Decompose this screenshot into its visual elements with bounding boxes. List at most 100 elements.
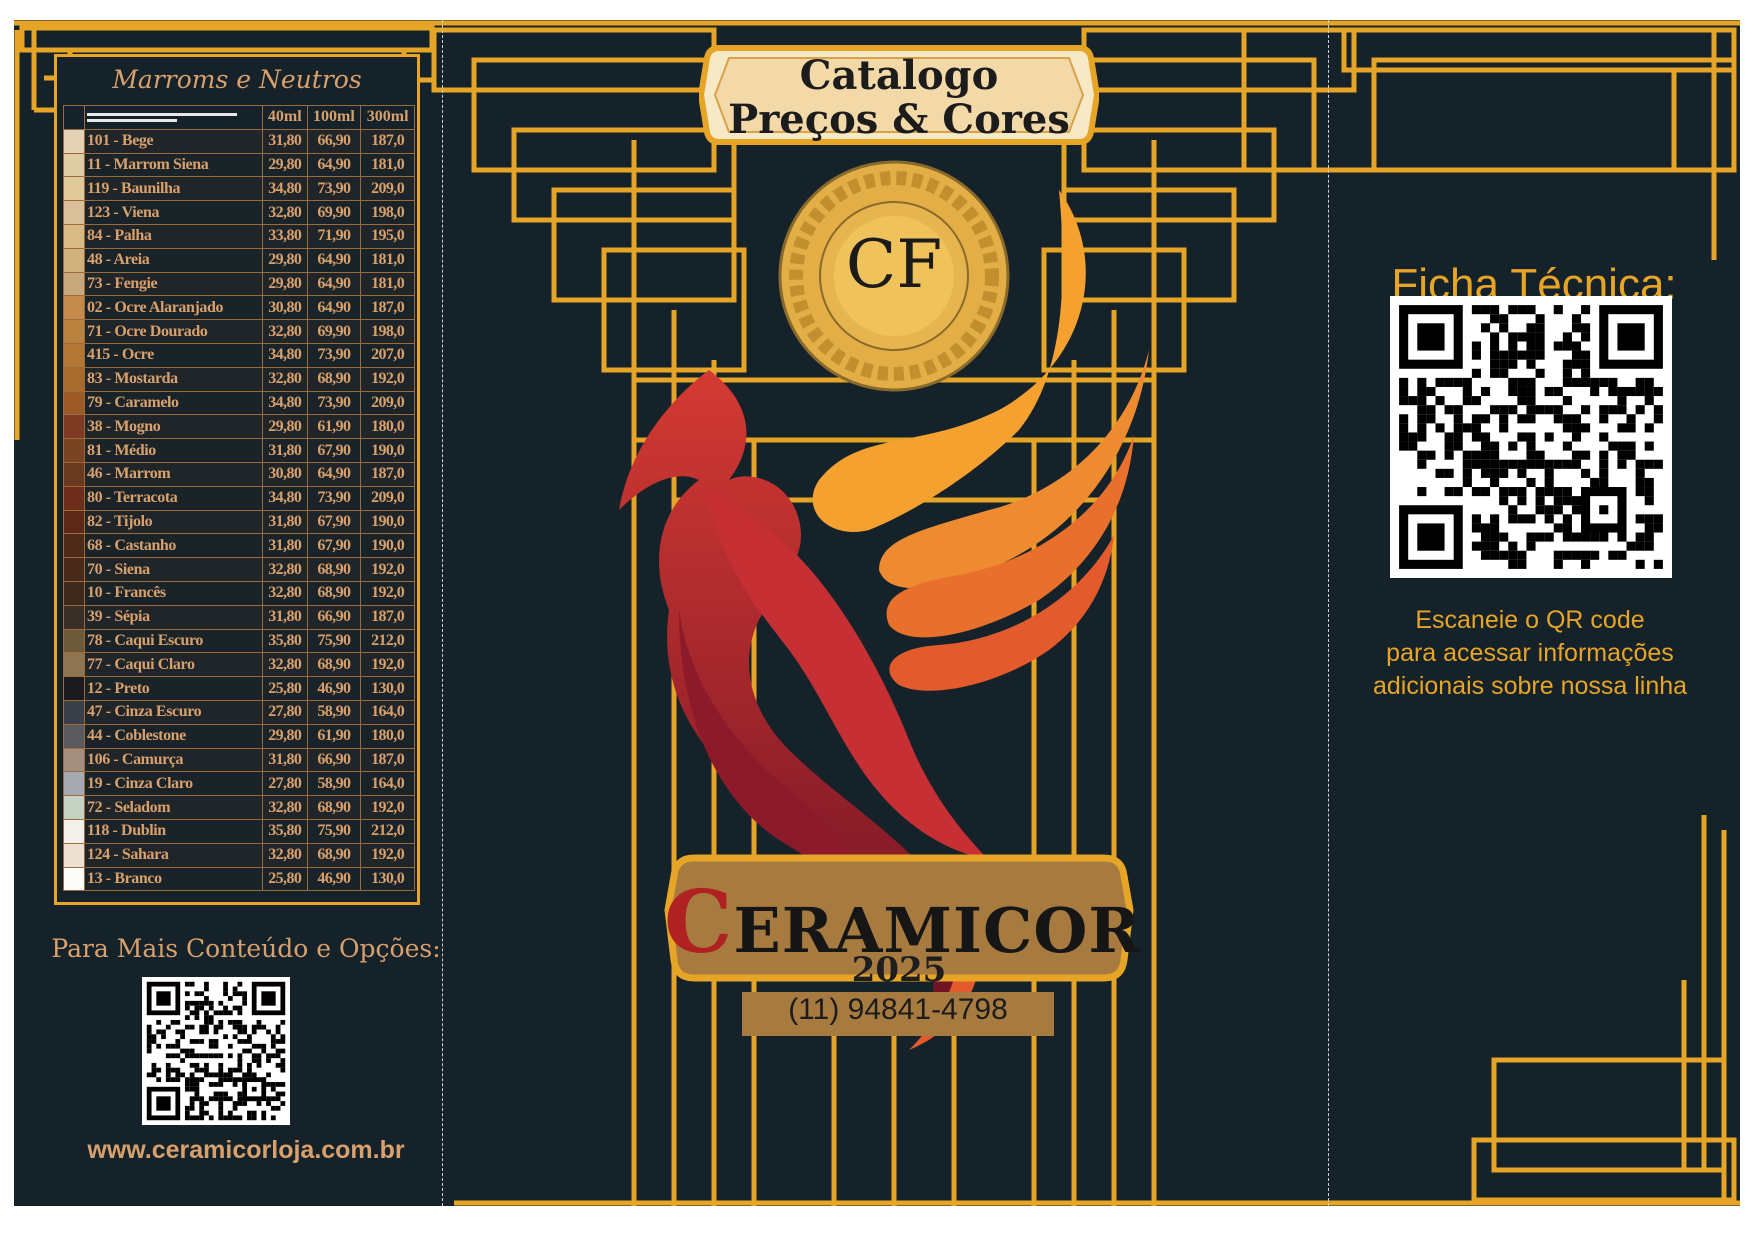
color-swatch: [63, 771, 85, 797]
price-cell: 67,90: [306, 509, 362, 535]
price-cell: 187,0: [360, 747, 415, 773]
price-cell: 190,0: [360, 533, 415, 559]
color-swatch: [63, 485, 85, 511]
color-swatch: [63, 676, 85, 701]
price-cell: 31,80: [262, 438, 308, 463]
price-cell: 34,80: [262, 176, 308, 202]
price-cell: 181,0: [360, 152, 415, 178]
price-cell: 64,90: [306, 152, 362, 178]
catalog-subtitle: Preços & Cores: [728, 96, 1070, 143]
color-swatch: [63, 509, 85, 535]
price-cell: 73,90: [306, 342, 362, 368]
color-swatch: [63, 699, 85, 725]
price-cell: 31,80: [262, 747, 308, 773]
color-swatch: [63, 390, 85, 416]
color-swatch: [63, 223, 85, 249]
swatch-header: [63, 105, 85, 130]
color-swatch: [63, 842, 85, 868]
qr-pattern: [1399, 305, 1663, 569]
cf-monogram: CF: [845, 226, 943, 303]
price-cell: 67,90: [306, 533, 362, 559]
price-cell: 209,0: [360, 485, 415, 511]
price-cell: 61,90: [306, 414, 362, 440]
price-cell: 34,80: [262, 485, 308, 511]
brochure-sheet: Marroms e Neutros 40ml 100ml 300ml 101 -…: [14, 20, 1740, 1206]
color-name: 119 - Baunilha: [84, 176, 263, 202]
price-cell: 164,0: [360, 699, 415, 725]
color-name: 38 - Mogno: [84, 414, 263, 440]
brand-rest: ERAMICOR: [733, 894, 1141, 967]
price-cell: 29,80: [262, 723, 308, 749]
price-cell: 34,80: [262, 390, 308, 416]
scan-instructions: Escaneie o QR code para acessar informaç…: [1344, 604, 1716, 703]
column-header: 300ml: [360, 105, 415, 130]
price-cell: 32,80: [262, 200, 308, 225]
price-cell: 29,80: [262, 414, 308, 440]
color-name: 73 - Fengie: [84, 271, 263, 297]
brand-initial: C: [664, 872, 734, 973]
color-name: 84 - Palha: [84, 223, 263, 249]
price-cell: 66,90: [306, 604, 362, 630]
price-cell: 192,0: [360, 842, 415, 868]
color-name: 70 - Siena: [84, 557, 263, 582]
qr-code-website[interactable]: [142, 977, 290, 1125]
fold-line-right: [1328, 20, 1329, 1206]
price-cell: 71,90: [306, 223, 362, 249]
price-cell: 181,0: [360, 247, 415, 273]
color-name: 39 - Sépia: [84, 604, 263, 630]
color-swatch: [63, 723, 85, 749]
price-cell: 31,80: [262, 604, 308, 630]
title-plate-frame: [699, 45, 1099, 145]
price-cell: 190,0: [360, 509, 415, 535]
color-swatch: [63, 604, 85, 630]
color-name: 47 - Cinza Escuro: [84, 699, 263, 725]
price-cell: 187,0: [360, 461, 415, 487]
price-cell: 31,80: [262, 509, 308, 535]
price-cell: 198,0: [360, 200, 415, 225]
color-name: 82 - Tijolo: [84, 509, 263, 535]
price-cell: 73,90: [306, 485, 362, 511]
more-content-label: Para Mais Conteúdo e Opções:: [51, 934, 441, 963]
website-link[interactable]: www.ceramicorloja.com.br: [87, 1136, 405, 1164]
price-cell: 209,0: [360, 390, 415, 416]
color-name: 68 - Castanho: [84, 533, 263, 559]
price-cell: 32,80: [262, 580, 308, 606]
price-cell: 32,80: [262, 842, 308, 868]
price-cell: 181,0: [360, 271, 415, 297]
price-cell: 68,90: [306, 795, 362, 820]
price-cell: 187,0: [360, 604, 415, 630]
phone-number[interactable]: (11) 94841-4798: [788, 993, 1008, 1026]
qr-code-technical-sheet[interactable]: [1390, 296, 1672, 578]
price-cell: 192,0: [360, 795, 415, 820]
brand-plate: [664, 854, 1134, 982]
color-swatch: [63, 580, 85, 606]
price-cell: 32,80: [262, 795, 308, 820]
price-cell: 195,0: [360, 223, 415, 249]
price-cell: 58,90: [306, 699, 362, 725]
scan-line: Escaneie o QR code: [1415, 606, 1645, 634]
color-name: 106 - Camurça: [84, 747, 263, 773]
price-cell: 33,80: [262, 223, 308, 249]
color-name: 72 - Seladom: [84, 795, 263, 820]
color-swatch: [63, 247, 85, 273]
price-cell: 192,0: [360, 580, 415, 606]
color-name: 10 - Francês: [84, 580, 263, 606]
price-cell: 192,0: [360, 557, 415, 582]
price-cell: 32,80: [262, 319, 308, 344]
color-name: 80 - Terracota: [84, 485, 263, 511]
